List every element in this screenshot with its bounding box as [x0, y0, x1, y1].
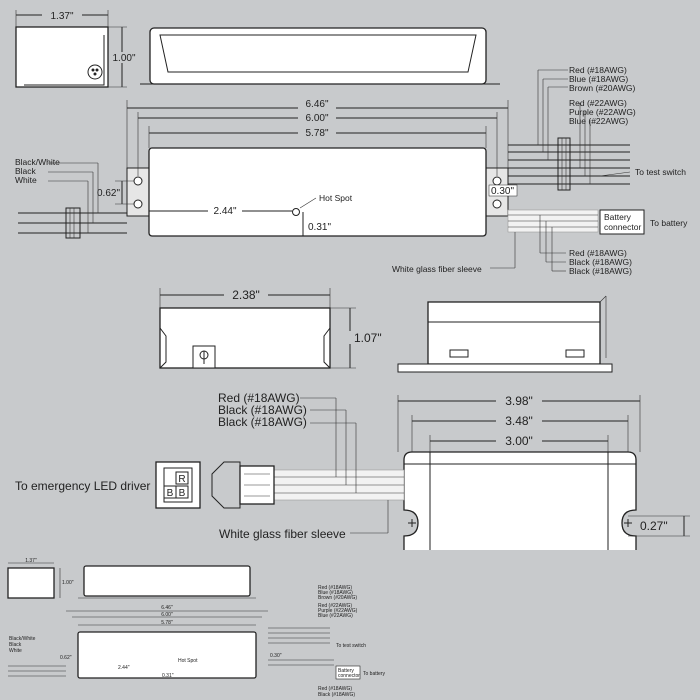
mini-right-b3: Blue (#22AWG) — [318, 613, 353, 619]
left-wire-1: Black/White — [15, 157, 60, 167]
small-box-view — [159, 307, 331, 369]
sleeve-mid: White glass fiber sleeve — [219, 527, 346, 541]
mini-batt-wire-2: Black (#18AWG) — [318, 692, 355, 698]
mini-right-a1: Red (#18AWG) — [318, 585, 352, 591]
dim-width-small: 1.37" — [50, 11, 73, 22]
mini-right-a3: Brown (#20AWG) — [318, 595, 357, 601]
mini-to-test-switch: To test switch — [336, 643, 366, 649]
mini-batt-2: connector — [338, 673, 360, 679]
mini-left-wire-1: Black/White — [9, 636, 36, 642]
side-view-top — [140, 27, 500, 85]
battery-wire-2: Black (#18AWG) — [569, 257, 632, 267]
battery-wire-3: Black (#18AWG) — [569, 266, 632, 276]
dim-inner: 3.00" — [505, 434, 533, 448]
mini-right-a2: Blue (#18AWG) — [318, 590, 353, 596]
mini-dim-body: 5.78" — [161, 620, 173, 626]
mini-dim-height: 1.00" — [62, 580, 74, 586]
right-wire-a3: Brown (#20AWG) — [569, 83, 635, 93]
to-battery: To battery — [650, 218, 688, 228]
hot-spot-label: Hot Spot — [319, 193, 353, 203]
battery-connector-line2: connector — [604, 222, 641, 232]
mini-dim-hole: 0.62" — [60, 655, 72, 661]
right-wires — [508, 69, 631, 191]
mini-right-b2: Purple (#22AWG) — [318, 608, 358, 614]
mid-wire-3: Black (#18AWG) — [218, 415, 307, 429]
mid-wire-1: Red (#18AWG) — [218, 391, 300, 405]
side-view-mid — [397, 295, 613, 373]
dim-right-offset: 0.30" — [491, 186, 514, 197]
dim-mid: 3.48" — [505, 414, 533, 428]
pin-1: R — [178, 474, 185, 485]
mini-dim-overall: 6.46" — [161, 605, 173, 611]
dim-hole: 0.27" — [640, 519, 668, 533]
mini-repeat — [0, 550, 700, 700]
sleeve-top: White glass fiber sleeve — [392, 264, 482, 274]
pin-2: B — [167, 488, 174, 499]
right-wire-b2: Purple (#22AWG) — [569, 107, 636, 117]
dim-overall: 6.46" — [305, 99, 328, 110]
battery-wire-1: Red (#18AWG) — [569, 248, 627, 258]
mini-dim-hotspot-x: 2.44" — [118, 665, 130, 671]
right-wire-b3: Blue (#22AWG) — [569, 116, 628, 126]
mini-dim-right: 0.30" — [270, 653, 282, 659]
left-wire-2: Black — [15, 166, 37, 176]
hot-spot-marker — [292, 208, 300, 216]
right-wire-a1: Red (#18AWG) — [569, 65, 627, 75]
dim-hotspot-x: 2.44" — [213, 206, 236, 217]
mini-left-wire-3: White — [9, 648, 22, 654]
dim-hotspot-y: 0.31" — [308, 222, 331, 233]
dim-height-mid: 1.07" — [354, 331, 382, 345]
battery-connector-line1: Battery — [604, 212, 632, 222]
mini-hot-spot: Hot Spot — [178, 658, 198, 664]
dim-height-small: 1.00" — [112, 53, 135, 64]
mid-wire-2: Black (#18AWG) — [218, 403, 307, 417]
dim-hole-offset: 0.62" — [97, 188, 120, 199]
dim-width-mid: 2.38" — [232, 288, 260, 302]
mini-batt-wire-1: Red (#18AWG) — [318, 686, 352, 692]
left-wire-3: White — [15, 175, 37, 185]
left-wires — [18, 162, 127, 239]
to-test-switch: To test switch — [635, 167, 686, 177]
mini-dim-hotspot-y: 0.31" — [162, 673, 174, 679]
mini-batt-1: Battery — [338, 668, 354, 674]
right-wire-b1: Red (#22AWG) — [569, 98, 627, 108]
mini-dim-width: 1.37" — [25, 558, 37, 564]
pin-3: B — [179, 488, 186, 499]
mini-right-b1: Red (#22AWG) — [318, 603, 352, 609]
mini-dim-mount: 6.00" — [161, 612, 173, 618]
mini-left-wire-2: Black — [9, 642, 22, 648]
mini-to-battery: To battery — [363, 671, 385, 677]
dim-outer: 3.98" — [505, 394, 533, 408]
battery-connector — [599, 209, 645, 235]
battery-wires — [490, 209, 599, 272]
dim-body: 5.78" — [305, 128, 328, 139]
mid-wires — [273, 397, 405, 534]
dim-mount: 6.00" — [305, 113, 328, 124]
right-wire-a2: Blue (#18AWG) — [569, 74, 628, 84]
led-driver-connector: R B B — [155, 461, 275, 509]
to-led-driver: To emergency LED driver — [15, 479, 150, 493]
